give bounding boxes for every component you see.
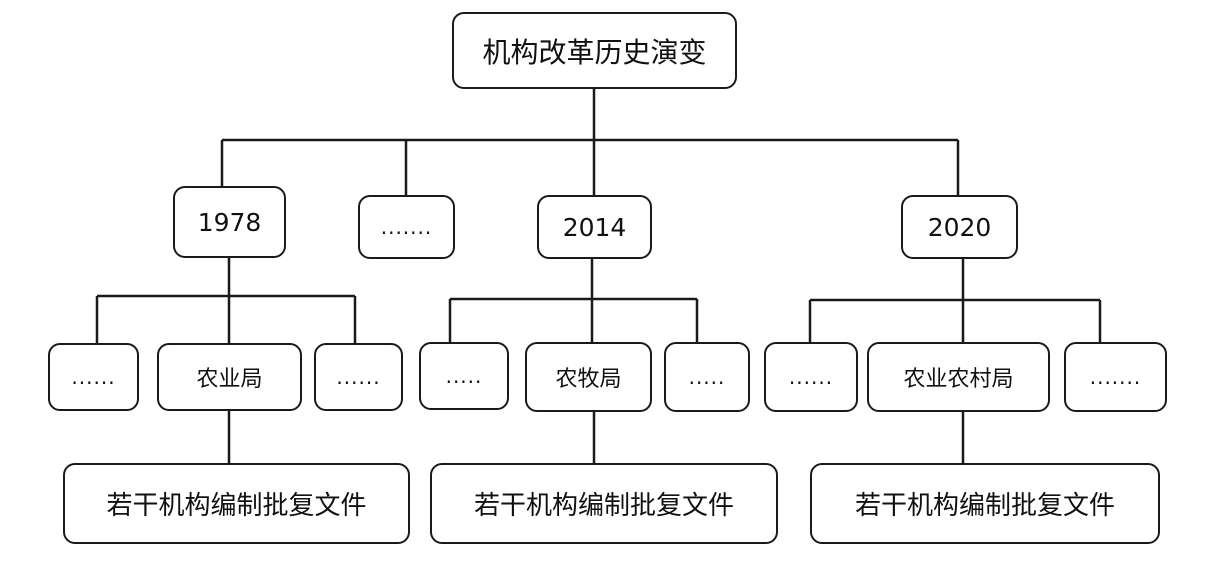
department-label: 农牧局 (555, 367, 622, 392)
year-label-1978: 1978 (197, 207, 262, 237)
department-node-2020: 农业农村局 (867, 342, 1050, 412)
ellipsis-node-2014-left: ..... (419, 342, 509, 410)
year-node-2020: 2020 (901, 195, 1018, 259)
department-label: 农业局 (196, 367, 263, 392)
ellipsis-node-1978-left: ...... (48, 343, 139, 411)
ellipsis-label: ..... (688, 365, 726, 389)
document-node-2020: 若干机构编制批复文件 (810, 463, 1160, 544)
ellipsis-label: ...... (71, 365, 116, 389)
year-label-2020: 2020 (927, 212, 992, 242)
ellipsis-node-2020-left: ...... (764, 342, 858, 412)
ellipsis-node-2020-right: ....... (1064, 342, 1167, 412)
root-node: 机构改革历史演变 (452, 12, 737, 89)
year-node-2014: 2014 (537, 195, 652, 259)
department-node-2014: 农牧局 (525, 342, 652, 412)
year-label-2014: 2014 (562, 212, 627, 242)
document-node-2014: 若干机构编制批复文件 (430, 463, 778, 544)
document-label: 若干机构编制批复文件 (473, 491, 734, 521)
ellipsis-node-1978-right: ...... (314, 343, 403, 411)
department-node-1978: 农业局 (157, 343, 302, 411)
root-label: 机构改革历史演变 (482, 35, 707, 69)
ellipsis-label: ...... (336, 365, 381, 389)
document-label: 若干机构编制批复文件 (106, 491, 367, 521)
ellipsis-label: ....... (380, 215, 433, 239)
year-node-1978: 1978 (173, 186, 286, 258)
ellipsis-label: ...... (788, 365, 834, 389)
document-node-1978: 若干机构编制批复文件 (63, 463, 410, 544)
ellipsis-node-level1: ....... (358, 195, 455, 259)
ellipsis-label: ....... (1089, 365, 1142, 389)
ellipsis-label: ..... (445, 364, 483, 388)
department-label: 农业农村局 (903, 367, 1014, 392)
ellipsis-node-2014-right: ..... (664, 342, 750, 412)
document-label: 若干机构编制批复文件 (854, 491, 1115, 521)
